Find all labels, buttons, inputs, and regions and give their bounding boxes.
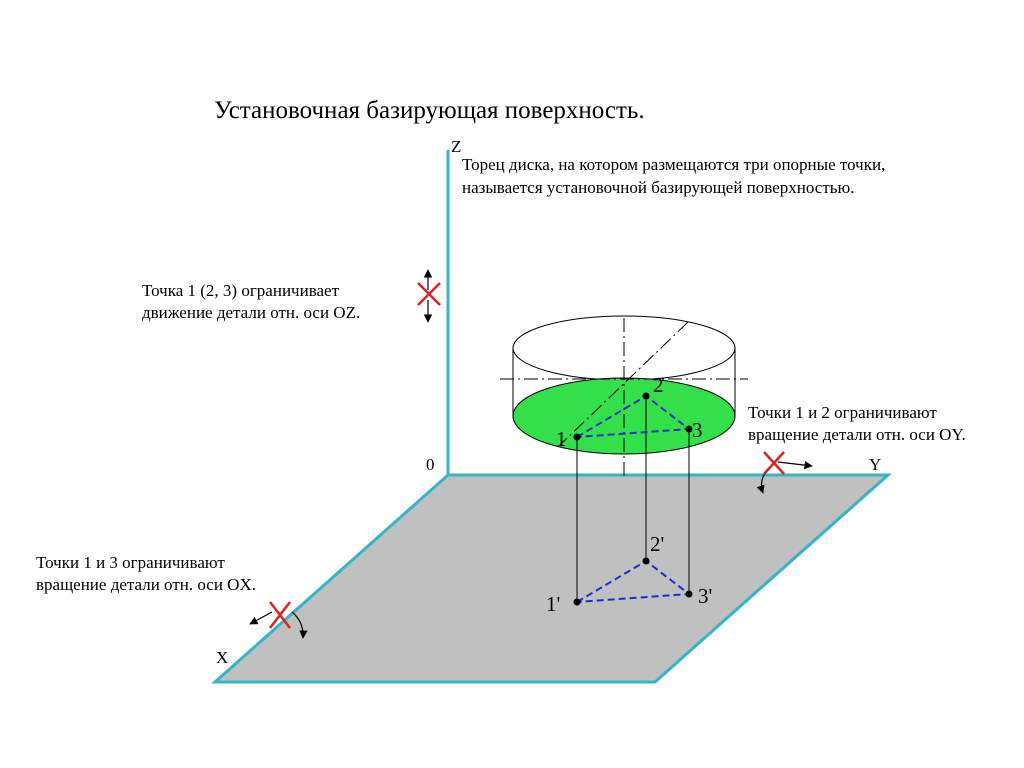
origin-label: 0 (426, 455, 435, 474)
diagram-title: Установочная базирующая поверхность. (214, 97, 645, 124)
ox-cross-icon (269, 601, 291, 629)
ox-rotation-arrow (249, 611, 308, 639)
oz-note-line-1: Точка 1 (2, 3) ограничивает (142, 281, 340, 300)
support-point-2 (642, 392, 650, 400)
projected-point-3 (685, 590, 693, 598)
point-2-label: 2 (653, 373, 664, 397)
ox-note-line-1: Точки 1 и 3 ограничивают (36, 553, 225, 572)
point-3-label: 3 (692, 418, 703, 442)
projection-lines (576, 396, 690, 602)
projected-point-3-label: 3' (698, 584, 712, 608)
support-point-3 (685, 425, 693, 433)
oy-note-line-1: Точки 1 и 2 ограничивают (748, 403, 937, 422)
xy-plane (211, 473, 892, 684)
description-line-1: Торец диска, на котором размещаются три … (462, 155, 885, 174)
oz-cross-icon (417, 282, 441, 306)
support-triangle (576, 394, 692, 438)
oy-note-line-2: вращение детали отн. оси OY. (748, 425, 966, 444)
disk (500, 315, 748, 480)
description-line-2: называется установочной базирующей повер… (462, 178, 854, 197)
x-axis-label: X (216, 648, 228, 667)
z-axis-label: Z (451, 137, 461, 156)
y-axis-label: Y (869, 455, 881, 474)
oz-note-line-2: движение детали отн. оси OZ. (142, 303, 360, 322)
projected-point-1 (573, 598, 581, 606)
support-point-1 (573, 433, 581, 441)
projected-triangle (576, 559, 692, 603)
projected-point-1-label: 1' (546, 592, 560, 616)
ox-note-line-2: вращение детали отн. оси OX. (36, 575, 256, 594)
oy-cross-icon (763, 451, 785, 475)
projected-point-2 (642, 557, 650, 565)
projected-point-2-label: 2' (650, 532, 664, 556)
point-1-label: 1 (556, 427, 567, 451)
